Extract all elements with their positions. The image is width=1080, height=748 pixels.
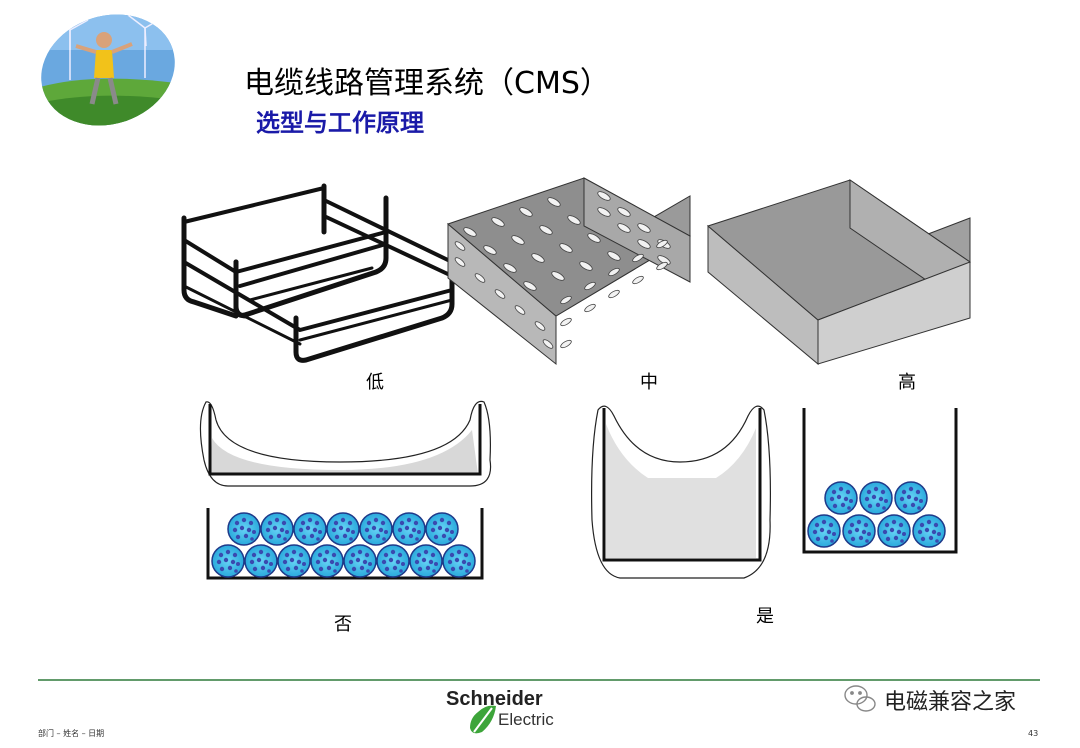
watermark-text: 电磁兼容之家 (884, 690, 1017, 715)
label-low: 低 (366, 372, 384, 393)
page-subtitle: 选型与工作原理 (256, 109, 424, 137)
perforated-tray (447, 177, 692, 366)
wire-mesh-tray (181, 183, 455, 363)
label-medium: 中 (640, 372, 658, 393)
label-yes: 是 (756, 606, 774, 627)
stacked-cables-tray-yes (802, 408, 958, 554)
schneider-leaf-icon (470, 705, 496, 734)
page-number: 43 (1028, 729, 1039, 738)
logo-photo (30, 0, 190, 140)
page-title: 电缆线路管理系统（CMS） (244, 66, 610, 101)
brand-name-line2: Electric (498, 710, 554, 729)
solid-tray (706, 179, 972, 366)
stacked-cables-tray-no (206, 508, 484, 580)
sagging-cable-sketch (199, 400, 492, 487)
label-high: 高 (898, 372, 916, 393)
brand-name-line1: Schneider (446, 688, 543, 710)
deep-tray-sketch (591, 405, 771, 579)
wechat-icon (844, 685, 876, 712)
footer-info: 部门 – 姓名 – 日期 (38, 729, 105, 738)
label-no: 否 (334, 614, 352, 635)
